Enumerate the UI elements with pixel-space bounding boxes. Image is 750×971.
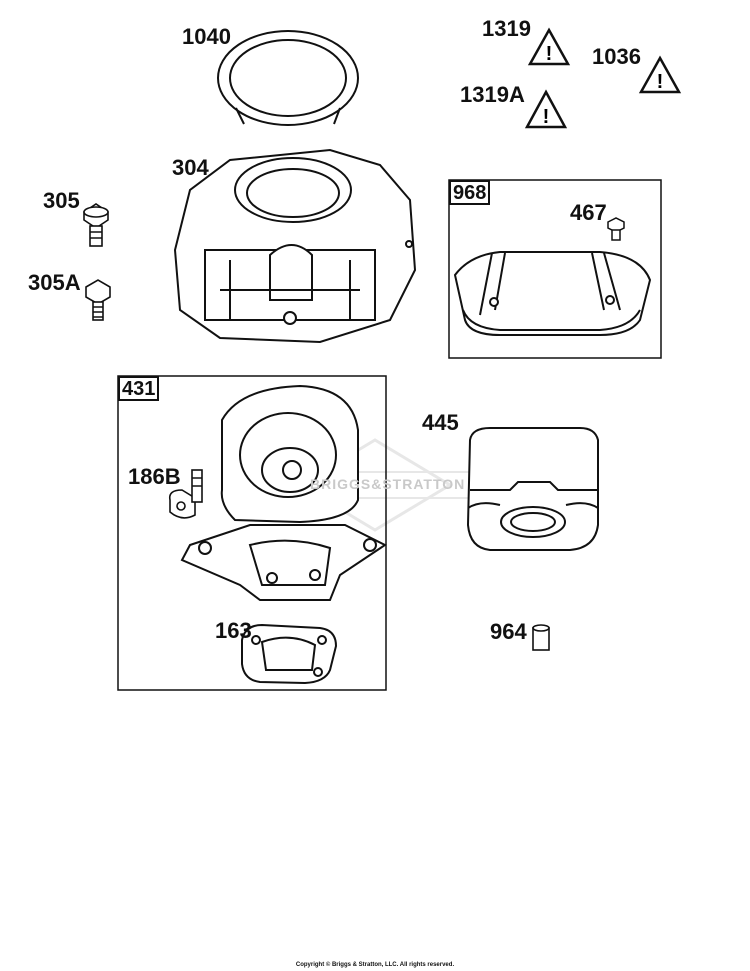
warning-triangle-icon: ! [527, 27, 571, 66]
spacer-part-964 [532, 624, 550, 651]
foam-filter-part-445 [466, 427, 599, 551]
bolt-part-305 [83, 203, 109, 247]
part-label-1319a: 1319A [460, 82, 525, 107]
blower-ring-part-1040 [217, 30, 359, 126]
part-label-304: 304 [172, 155, 209, 180]
air-cleaner-cover-part [453, 251, 652, 336]
part-label-1319: 1319 [482, 16, 531, 41]
warning-triangle-icon: ! [524, 89, 568, 129]
part-label-467: 467 [570, 200, 607, 225]
assembly-box-431 [117, 375, 387, 691]
part-label-968: 968 [449, 180, 491, 205]
svg-text:!: ! [657, 71, 664, 93]
bolt-part-305a [85, 279, 111, 321]
blower-housing-part-304 [173, 148, 417, 344]
part-label-163: 163 [215, 618, 252, 643]
part-label-305a: 305A [28, 270, 81, 295]
copyright-notice: Copyright © Briggs & Stratton, LLC. All … [295, 962, 455, 968]
part-label-1036: 1036 [592, 44, 641, 69]
watermark-text: BRIGGS&STRATTON [310, 476, 466, 492]
svg-text:!: ! [546, 43, 553, 65]
warning-triangle-icon: ! [638, 55, 682, 94]
assembly-box-968 [448, 179, 662, 359]
part-label-1040: 1040 [182, 24, 231, 49]
air-cleaner-base-part [180, 384, 387, 601]
screw-part-467 [607, 217, 625, 241]
gasket-part-163 [241, 623, 338, 685]
part-label-186b: 186B [128, 464, 181, 489]
breather-fitting-part-186b [168, 469, 203, 519]
part-label-431: 431 [118, 376, 160, 401]
part-label-445: 445 [422, 410, 459, 435]
part-label-964: 964 [490, 619, 527, 644]
svg-text:!: ! [543, 106, 550, 128]
part-label-305: 305 [43, 188, 80, 213]
